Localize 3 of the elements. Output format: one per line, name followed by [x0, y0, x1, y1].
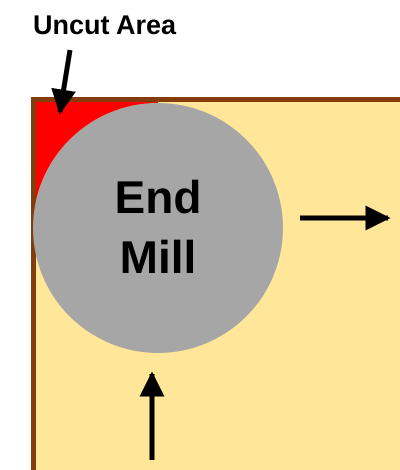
area-label: Uncut Area [33, 10, 176, 41]
tool-label: End Mill [114, 170, 202, 285]
leader-line [51, 50, 76, 114]
